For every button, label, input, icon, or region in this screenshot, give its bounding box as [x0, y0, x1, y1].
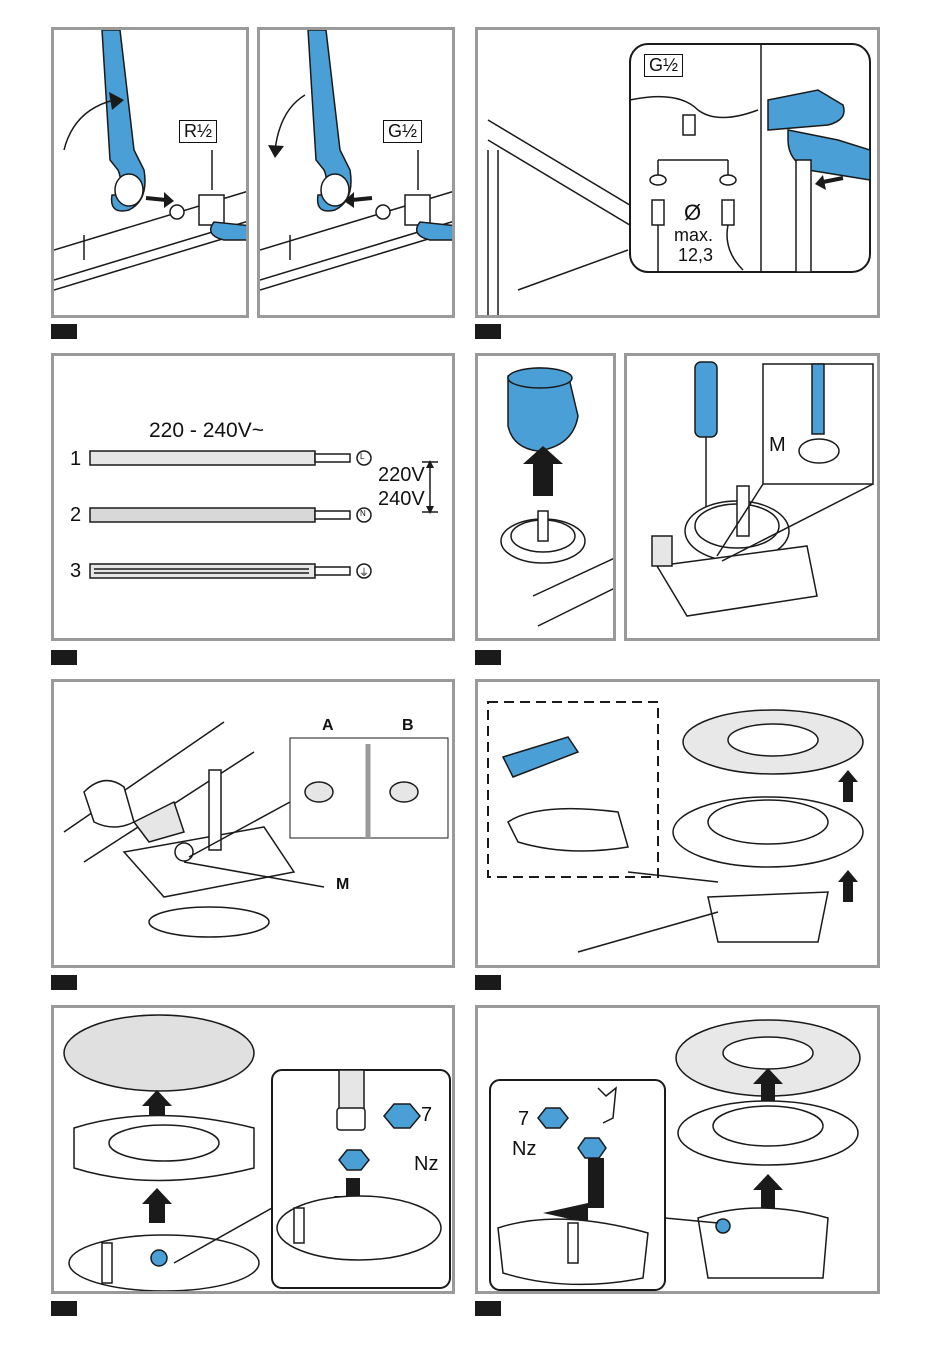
- figure-tag: [475, 324, 501, 339]
- figure-panel-3: G½ Ø max. 12,3: [475, 27, 880, 318]
- thread-label: R½: [179, 120, 217, 143]
- figure-panel-10: 7 Nz: [475, 1005, 880, 1294]
- figure-panel-7: A B M: [51, 679, 455, 968]
- figure-panel-4: 220 - 240V~ 1 2 3 L N ⏚ 220V 240V: [51, 353, 455, 641]
- figure-tag: [51, 1301, 77, 1316]
- wire-number-3: 3: [70, 560, 81, 583]
- marker-m: M: [769, 434, 786, 457]
- valve-tap-illustration: [54, 682, 455, 968]
- terminal-earth: ⏚: [359, 564, 369, 579]
- max-label: max.: [674, 225, 713, 246]
- figure-panel-5: [475, 353, 616, 641]
- diameter-symbol: Ø: [684, 200, 701, 226]
- figure-tag: [475, 975, 501, 990]
- wrench-size: 7: [518, 1108, 529, 1131]
- figure-panel-6: M: [624, 353, 880, 641]
- nozzle-label: Nz: [512, 1138, 536, 1161]
- terminal-neutral: N: [360, 509, 366, 518]
- figure-tag: [475, 1301, 501, 1316]
- wire-number-2: 2: [70, 504, 81, 527]
- option-a: A: [322, 717, 334, 735]
- knob-removal-illustration: [478, 356, 616, 641]
- figure-tag: [51, 650, 77, 665]
- figure-panel-8: [475, 679, 880, 968]
- wrench-fitting-illustration: [54, 30, 249, 318]
- wrench-size: 7: [421, 1104, 432, 1127]
- figure-panel-9: 7 Nz: [51, 1005, 455, 1294]
- nozzle-replacement-illustration: [54, 1008, 455, 1294]
- screwdriver-adjustment-illustration: [627, 356, 880, 641]
- figure-panel-2: G½: [257, 27, 455, 318]
- figure-tag: [51, 324, 77, 339]
- figure-panel-1: R½: [51, 27, 249, 318]
- voltage-b: 240V: [378, 488, 425, 511]
- burner-disassembly-illustration: [478, 682, 880, 968]
- option-b: B: [402, 717, 414, 735]
- thread-label: G½: [383, 120, 422, 143]
- figure-tag: [51, 975, 77, 990]
- nozzle-label: Nz: [414, 1153, 438, 1176]
- terminal-live: L: [360, 452, 364, 461]
- wire-number-1: 1: [70, 448, 81, 471]
- figure-tag: [475, 650, 501, 665]
- max-value: 12,3: [678, 245, 713, 266]
- nozzle-replacement-illustration: [478, 1008, 880, 1294]
- wrench-fitting-illustration: [260, 30, 455, 318]
- voltage-title: 220 - 240V~: [149, 419, 264, 443]
- voltage-a: 220V: [378, 464, 425, 487]
- marker-m: M: [336, 876, 349, 894]
- thread-label: G½: [644, 54, 683, 77]
